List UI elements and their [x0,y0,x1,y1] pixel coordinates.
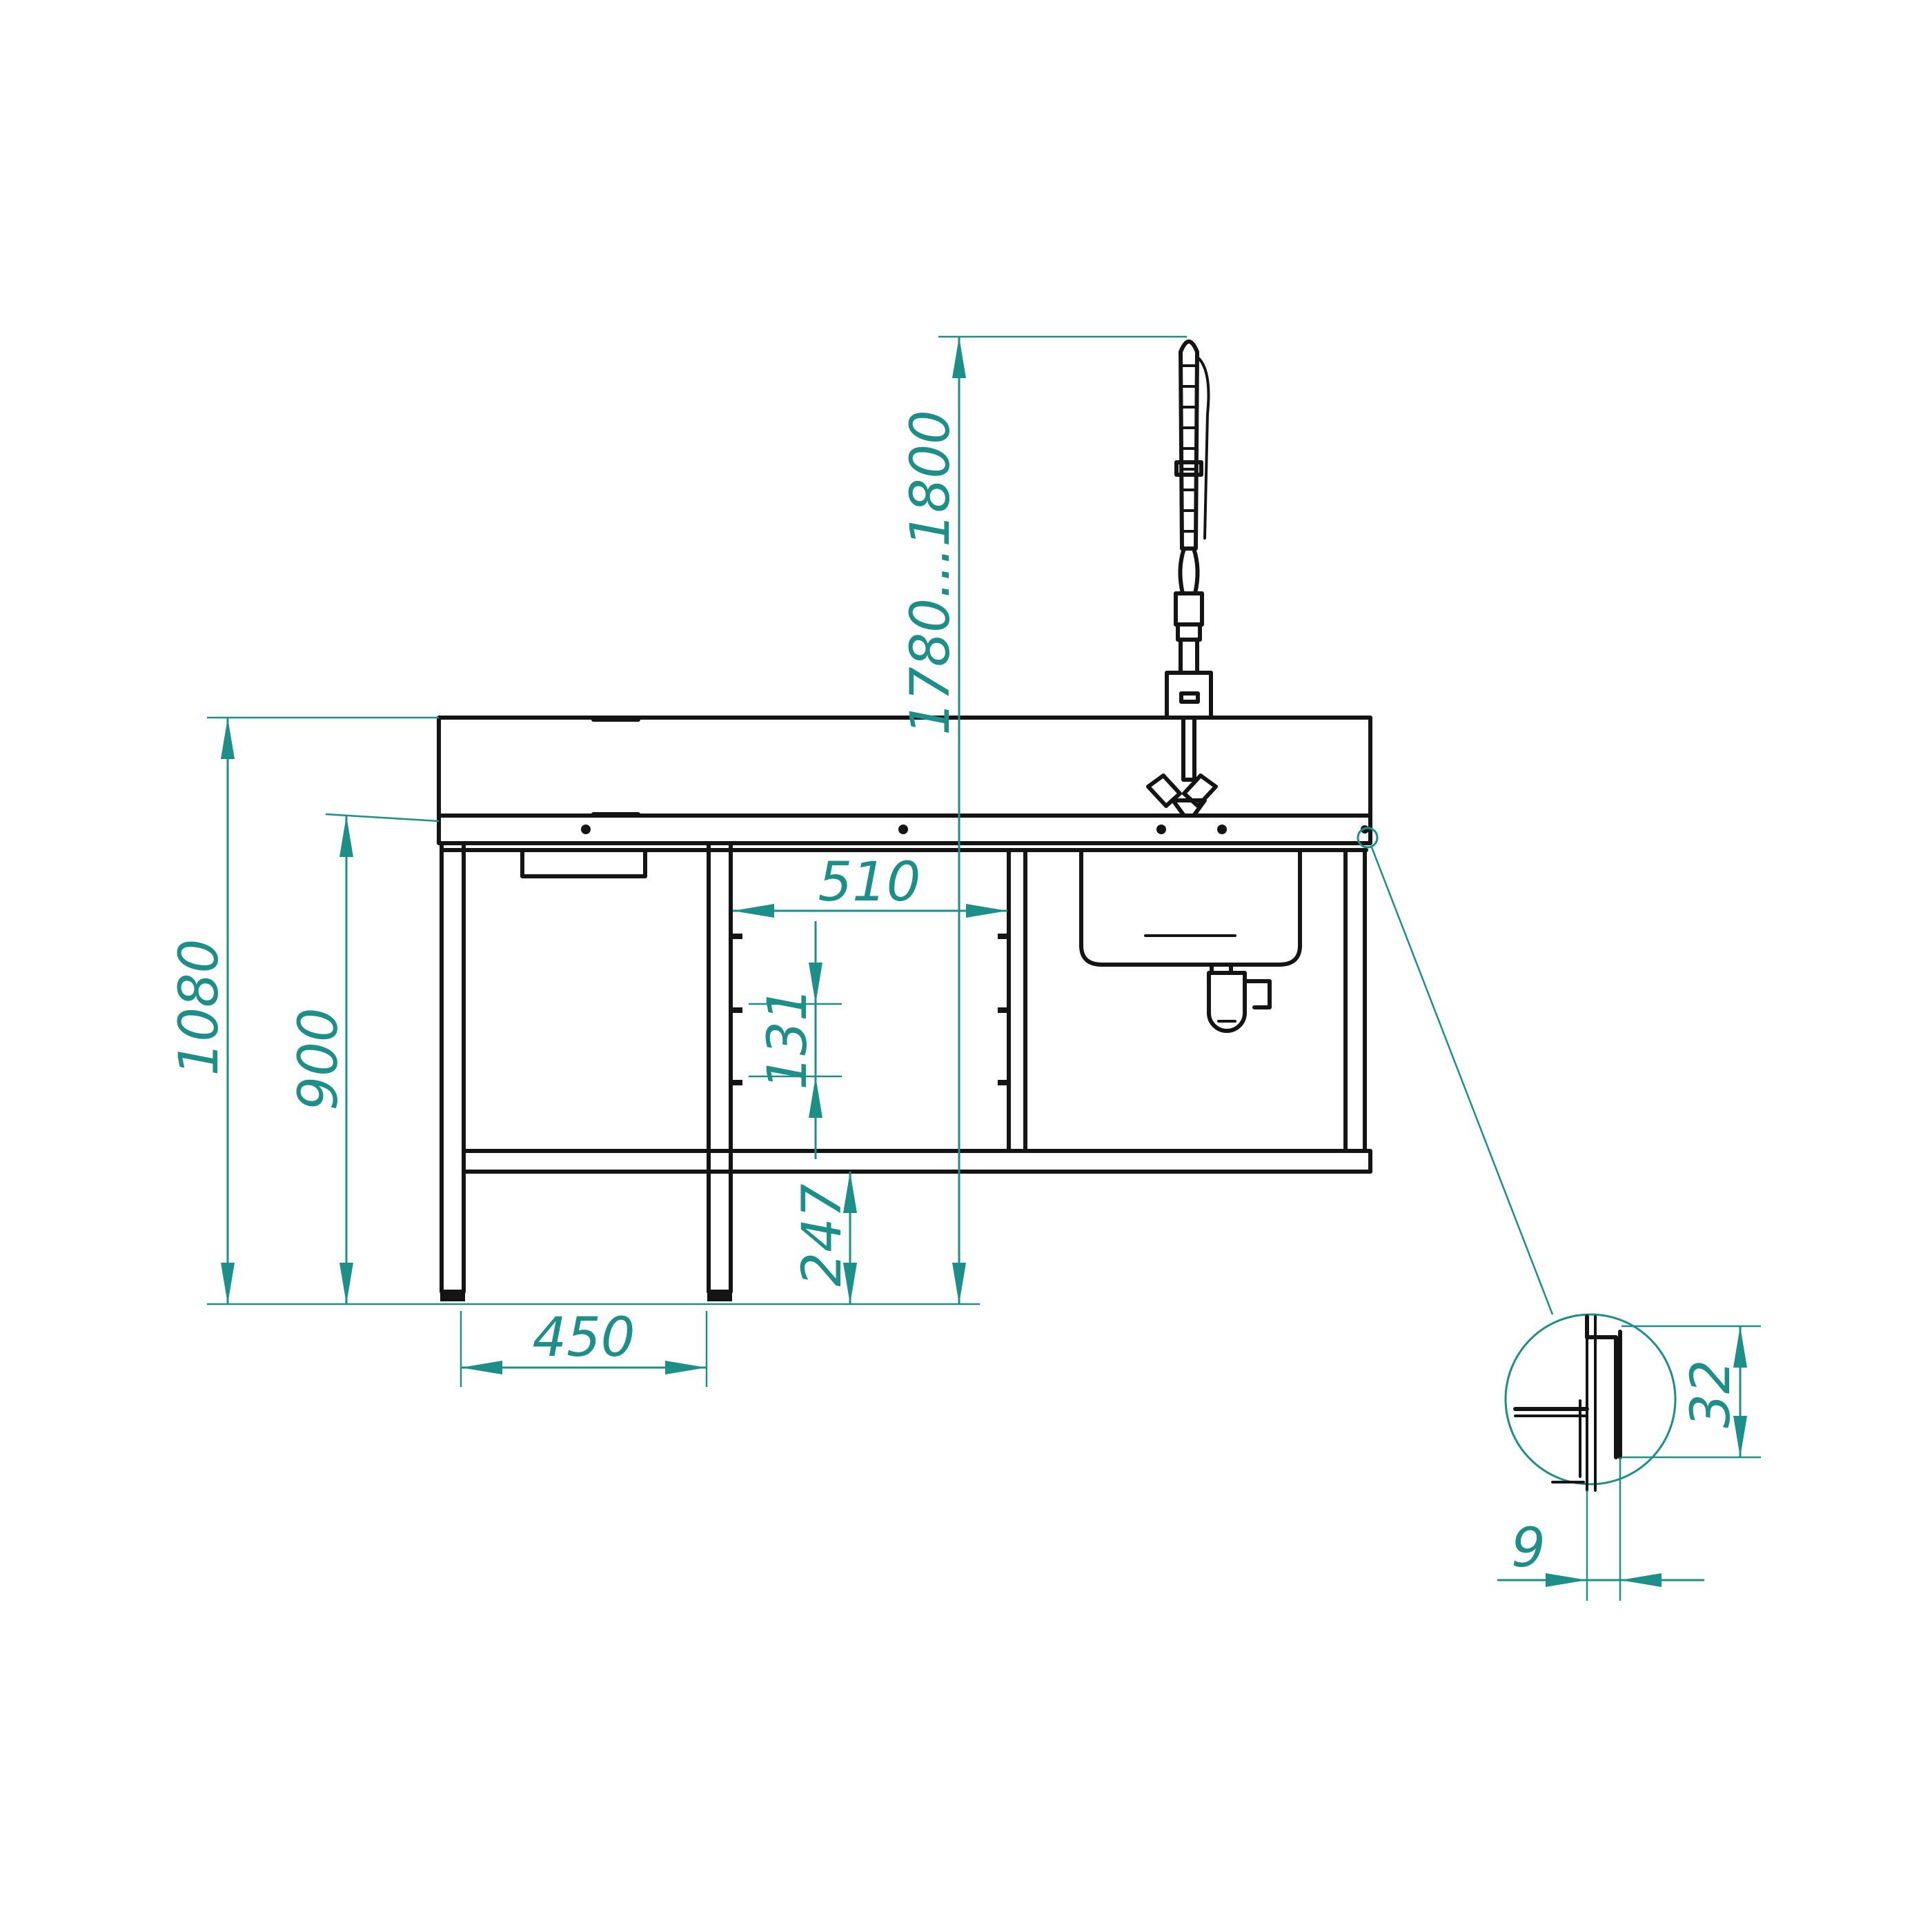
dim-cabinet-width-label: 510 [818,851,921,914]
edge-detail: 32 9 [1357,827,1761,1601]
drawer [520,848,647,878]
leg-middle [707,841,733,1294]
dim-worktop-height-label: 900 [288,1008,350,1111]
dim-total-height-label: 1080 [168,939,230,1076]
leg-right [1343,848,1367,1153]
pre-rinse-faucet-icon [1146,339,1218,818]
dim-leg-spacing-label: 450 [533,1307,635,1369]
dim-shelf-step-label: 131 [757,987,819,1090]
partition-post [1007,848,1027,1153]
drain-siphon-icon [1207,963,1272,1033]
shelf-pins [733,934,1007,1085]
dim-edge-height-label: 32 [1680,1359,1742,1428]
dim-edge-thickness-label: 9 [1511,1517,1546,1579]
bottom-shelf [462,1149,1372,1174]
detail-circle [1504,1313,1677,1486]
leg-left [440,841,466,1294]
dimension-lines: 1080 900 1780...1800 510 131 247 450 [168,335,1187,1387]
edge-profile [1513,1314,1622,1492]
dim-faucet-height-label: 1780...1800 [900,410,962,735]
sink-bowl-icon [1079,848,1302,967]
sink-table [437,339,1372,1301]
dim-bottom-shelf-height-label: 247 [791,1184,854,1287]
detail-magnifier-icon [1357,827,1379,849]
